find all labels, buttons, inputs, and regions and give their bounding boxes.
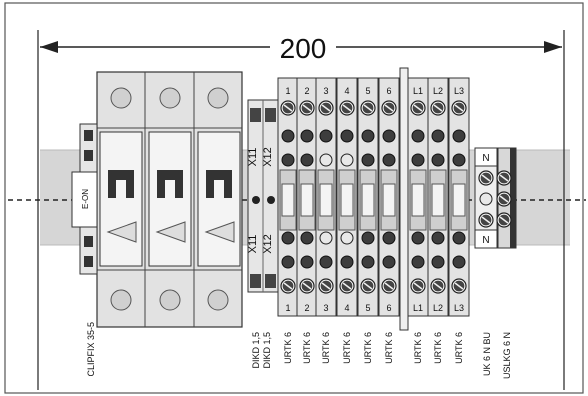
terminal-label: URTK 6 [283,332,293,364]
terminal-label-group: URTK 6 URTK 6 URTK 6 URTK 6 URTK 6 URTK 6 URTK… [283,332,464,364]
breaker-mark: E-ON [81,189,90,209]
terminal-label: URTK 6 [302,332,312,364]
terminal-top-number: 5 [365,86,370,96]
terminal-bottom-number: L1 [413,303,423,313]
terminal-top-number: L2 [433,86,443,96]
terminal-top-number: 6 [386,86,391,96]
neutral-label-1: UK 6 N BU [482,332,492,376]
terminal-top-number: 2 [304,86,309,96]
dikd-x11-top-a: X11 [247,148,259,167]
terminal-bottom-number: 6 [386,303,391,313]
terminal-label: URTK 6 [454,332,464,364]
dikd-x12-top-b: X12 [262,147,274,167]
urtk-terminal: 33 [315,77,337,317]
terminal-label: URTK 6 [384,332,394,364]
urtk-terminal: 55 [357,77,379,317]
terminal-label: URTK 6 [342,332,352,364]
urtk-terminal: 44 [336,77,358,317]
urtk-terminal: 66 [378,77,400,317]
neutral-top-label: N [482,153,489,164]
urtk-terminal: 11 [277,77,299,317]
dikd-x12-bottom-b: X12 [262,234,274,254]
terminal-top-number: 1 [285,86,290,96]
terminal-top-number: L1 [413,86,423,96]
dikd-label-1: DIKD 1,5 [251,332,261,369]
breaker-label: CLIPFIX 35-5 [86,322,96,377]
terminal-label: URTK 6 [413,332,423,364]
neutral-bottom-label: N [482,235,489,246]
dikd-module [247,99,279,293]
neutral-label-2: USLKG 6 N [502,332,512,379]
terminal-top-number: L3 [454,86,464,96]
terminal-top-number: 3 [323,86,328,96]
terminal-bottom-number: 2 [304,303,309,313]
dikd-x11-bottom-a: X11 [247,235,259,254]
terminal-bottom-number: 3 [323,303,328,313]
dimension-value: 200 [280,33,327,64]
terminal-label: URTK 6 [363,332,373,364]
terminal-bottom-number: L3 [454,303,464,313]
breaker-module [96,71,243,328]
ground-terminal [496,147,517,249]
terminal-bottom-number: 1 [285,303,290,313]
terminal-top-number: 4 [344,86,349,96]
terminal-bottom-number: 4 [344,303,349,313]
dikd-label-2: DIKD 1,5 [262,332,272,369]
terminal-bottom-number: 5 [365,303,370,313]
separator-plate [399,67,409,331]
terminal-bottom-number: L2 [433,303,443,313]
urtk-terminal: 22 [296,77,318,317]
terminal-label: URTK 6 [433,332,443,364]
e-on-tag [71,171,98,228]
terminal-label: URTK 6 [321,332,331,364]
dimension-line [37,30,565,390]
